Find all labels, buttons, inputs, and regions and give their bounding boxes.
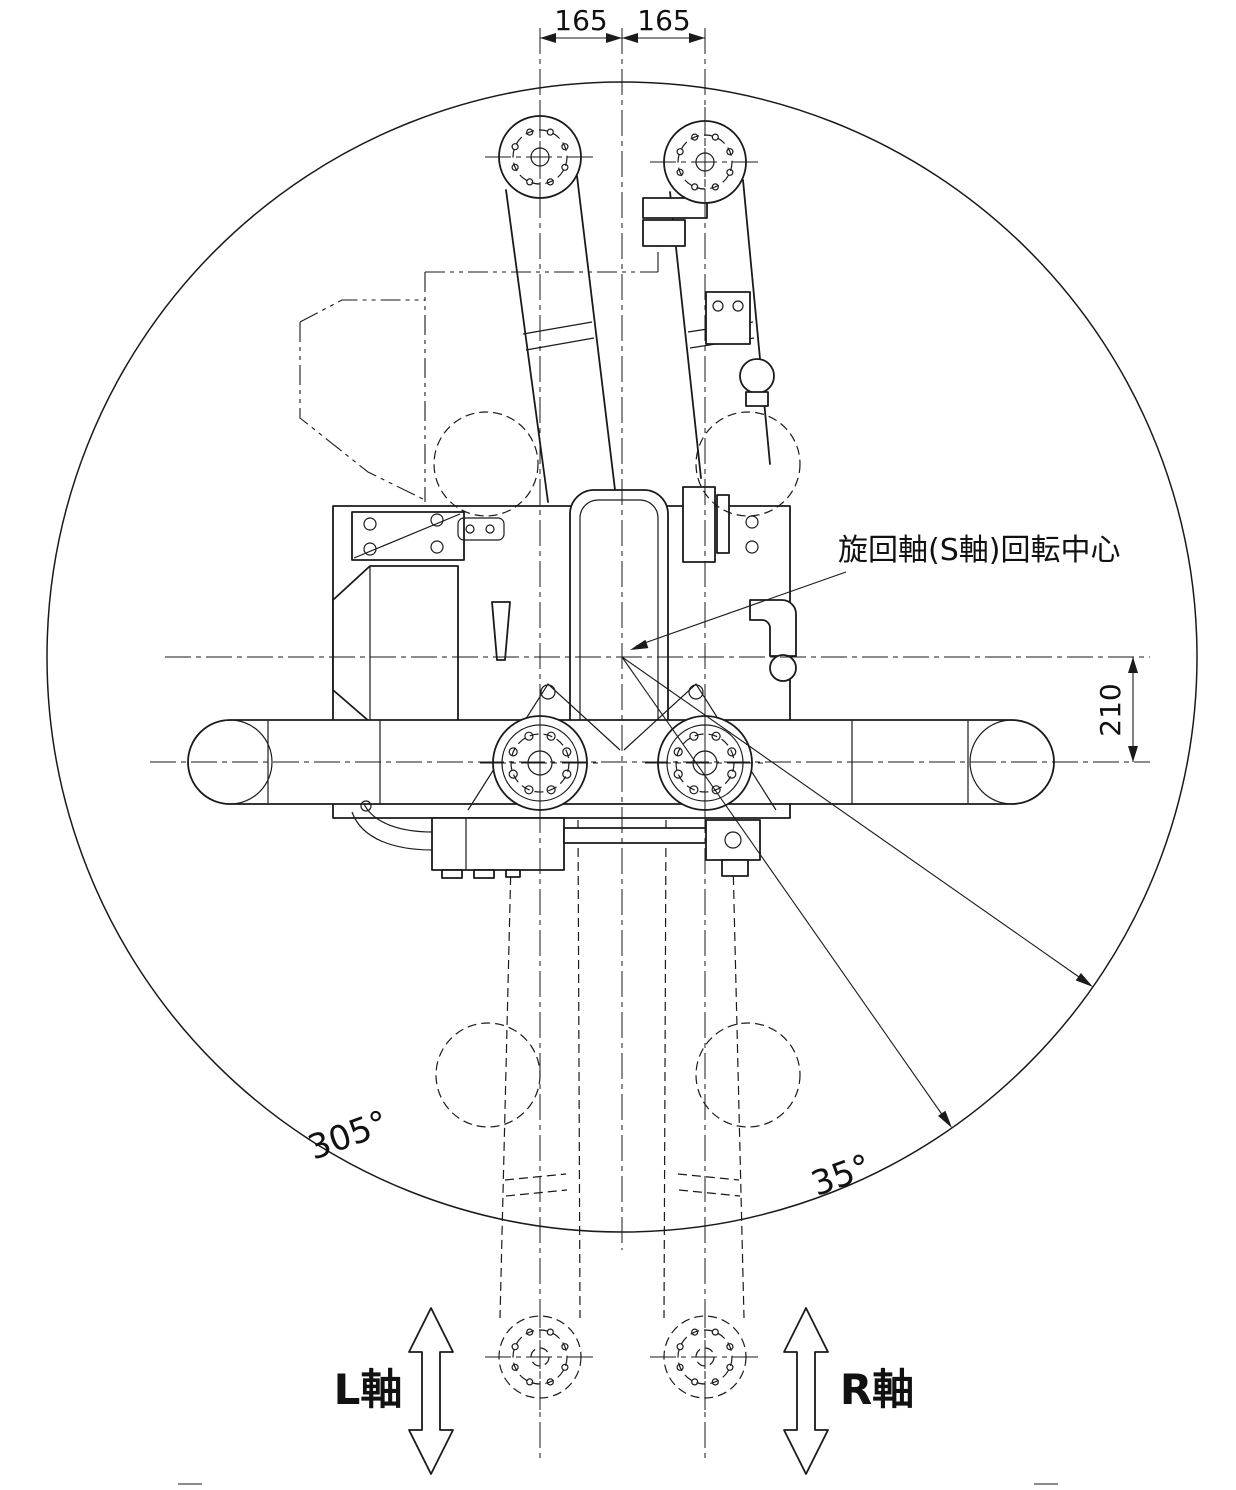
body-slot xyxy=(457,517,505,541)
pipe-elbow xyxy=(749,599,797,657)
l-axis-double-arrow xyxy=(408,1307,454,1475)
under-mechanism xyxy=(351,800,761,879)
left-wedge-box xyxy=(332,565,459,723)
range-line-35 xyxy=(621,656,949,1124)
upper-arms xyxy=(505,175,775,503)
junction-box xyxy=(431,817,565,871)
s-axis-leader: 旋回軸(S軸)回転中心 xyxy=(630,533,1120,650)
linkage-bar xyxy=(563,827,711,844)
dim-arrow xyxy=(540,33,556,43)
s-axis-center-label: 旋回軸(S軸)回転中心 xyxy=(838,533,1120,568)
right-arm-bracket xyxy=(642,197,708,219)
centerlines xyxy=(150,28,1150,1485)
angle-35-label: 35° xyxy=(806,1147,876,1205)
right-bracket xyxy=(705,819,761,861)
leader-arrow xyxy=(630,639,649,650)
dim-arrow xyxy=(622,33,638,43)
dim-arrow xyxy=(1128,746,1138,762)
r-axis-label: R軸 xyxy=(840,1365,914,1414)
right-lower-elbow-circle xyxy=(695,1022,801,1128)
dim-165-left: 165 xyxy=(554,4,607,37)
angle-305-label: 305° xyxy=(303,1103,394,1169)
arm-left-end-cap xyxy=(187,719,273,805)
r-axis-double-arrow xyxy=(783,1307,829,1475)
range-arrow-305 xyxy=(1075,973,1093,987)
range-arrow-35 xyxy=(938,1110,952,1128)
dim-arrow xyxy=(1128,657,1138,673)
phantom-pose-outline xyxy=(299,232,659,502)
dim-arrow xyxy=(606,33,622,43)
dimension-side-210: 210 xyxy=(1094,657,1138,762)
right-arm-clamp xyxy=(739,358,775,394)
left-lower-elbow-circle xyxy=(435,1022,541,1128)
dim-arrow xyxy=(689,33,705,43)
right-arm-component xyxy=(705,291,751,345)
dim-165-right: 165 xyxy=(637,4,690,37)
cable-duct xyxy=(682,486,716,563)
lower-arms-phantom xyxy=(435,819,801,1319)
dimension-top-165: 165 165 xyxy=(540,4,705,43)
dim-210: 210 xyxy=(1094,683,1127,736)
left-upper-elbow-circle xyxy=(433,411,539,517)
center-mast xyxy=(569,489,669,749)
axis-motion-arrows: L軸 R軸 xyxy=(334,1307,914,1475)
right-upper-elbow-circle xyxy=(695,411,801,517)
range-line-305 xyxy=(621,656,1090,985)
l-axis-label: L軸 xyxy=(334,1365,403,1414)
funnel-detail xyxy=(491,601,511,661)
